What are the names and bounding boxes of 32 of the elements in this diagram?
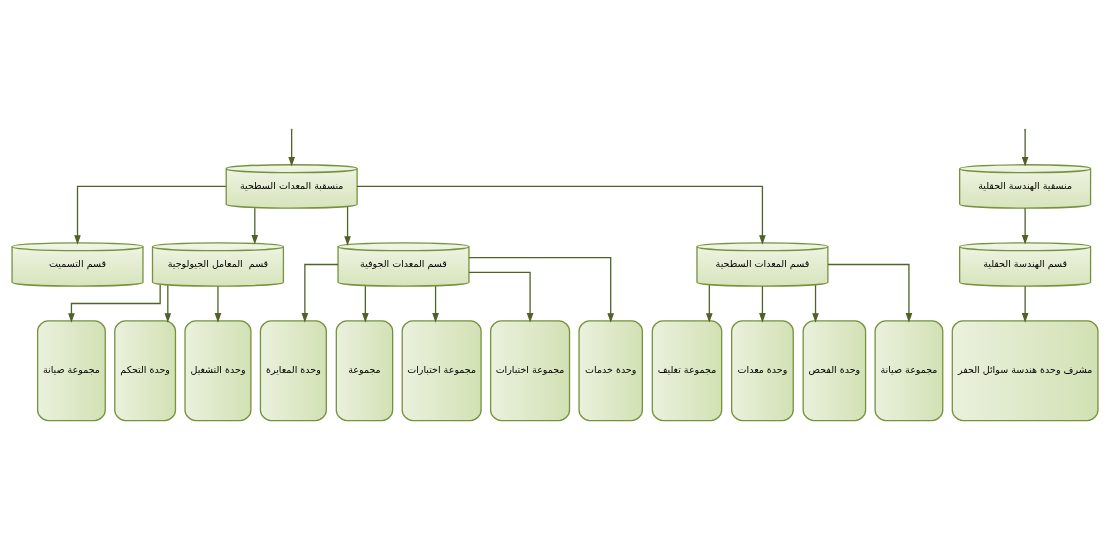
arrow: [164, 284, 172, 323]
arrow: [468, 271, 534, 323]
arrow: [812, 284, 819, 323]
arrow: [214, 285, 222, 323]
node-box: وحدة التشغيل: [184, 320, 252, 422]
arrow: [432, 285, 439, 323]
node-box: وحدة المعايرة: [259, 320, 327, 422]
arrow: [759, 285, 766, 323]
node-box: مشرف وحدة هندسة سوائل الحفر: [951, 320, 1099, 422]
arrow: [1021, 129, 1029, 167]
node-box: مجموعة صيانة: [37, 320, 106, 422]
arrow: [68, 284, 161, 323]
arrow: [827, 263, 913, 323]
node-box: مجموعة: [335, 320, 394, 422]
arrow: [251, 207, 259, 245]
node-box: وحدة التحكم: [114, 320, 177, 422]
node-box: مجموعة اختبارات: [490, 320, 571, 422]
node-box: وحدة الفحص: [802, 320, 867, 422]
node-box: وحدة خدمات: [578, 320, 643, 422]
arrow: [301, 263, 339, 323]
arrow: [1021, 207, 1029, 245]
arrow: [356, 185, 766, 245]
arrow: [468, 256, 615, 323]
arrow: [1021, 285, 1029, 323]
node-box: وحدة معدات: [731, 320, 794, 422]
node-box: مجموعة اختبارات: [401, 320, 482, 422]
node-box: مجموعة تغليف: [651, 320, 723, 422]
arrow: [706, 284, 713, 323]
arrow: [362, 285, 369, 323]
arrow: [74, 185, 227, 245]
arrow: [344, 206, 351, 246]
node-box: مجموعة صيانة: [874, 320, 944, 422]
